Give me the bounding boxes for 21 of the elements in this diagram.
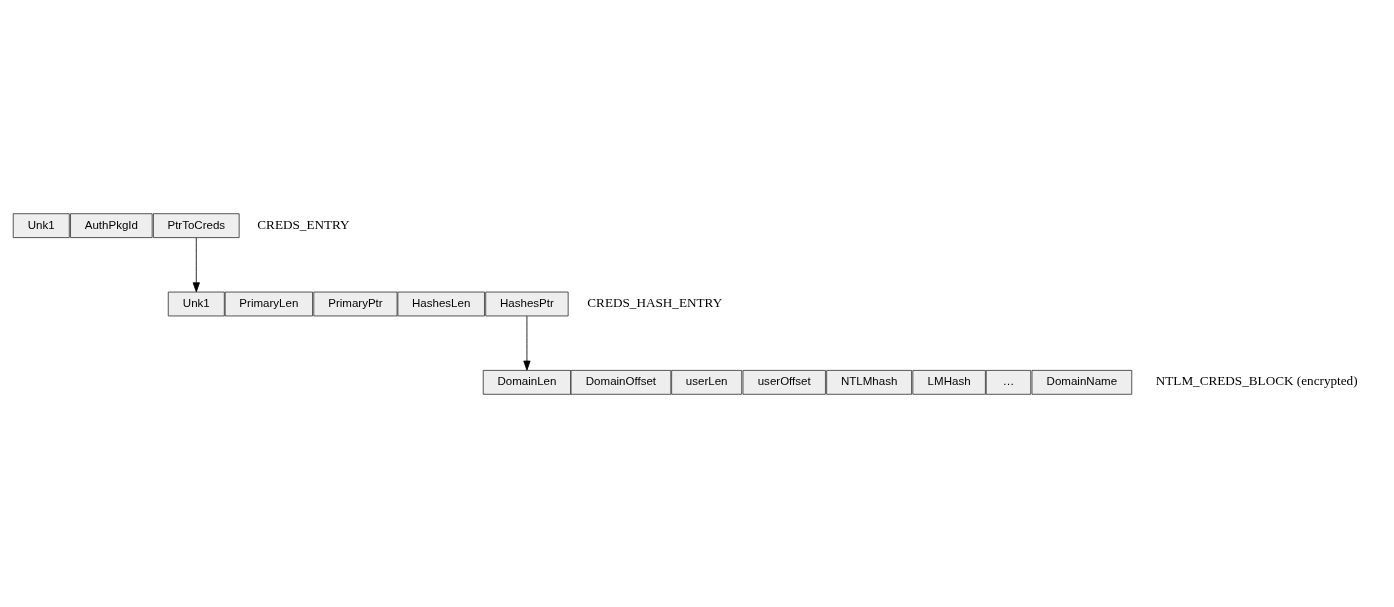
- node-box: DomainLen: [482, 369, 572, 395]
- arrow: [523, 315, 531, 371]
- node-box: userLen: [671, 369, 743, 395]
- node-box: LMHash: [912, 369, 986, 395]
- node-box: DomainName: [1031, 369, 1133, 395]
- node-box: HashesPtr: [485, 291, 569, 316]
- node-box: Unk1: [12, 212, 70, 238]
- node-box: PtrToCreds: [153, 212, 240, 238]
- node-box: …: [985, 369, 1032, 395]
- node-box: PrimaryPtr: [313, 291, 398, 316]
- arrow: [192, 236, 200, 292]
- node-box: DomainOffset: [570, 369, 672, 395]
- label: NTLM_CREDS_BLOCK (encrypted): [1155, 372, 1358, 388]
- node-box: NTLMhash: [826, 369, 912, 395]
- node-box: userOffset: [742, 369, 826, 395]
- label: CREDS_ENTRY: [257, 216, 350, 232]
- node-box: Unk1: [167, 291, 225, 316]
- node-box: HashesLen: [397, 291, 485, 316]
- node-box: PrimaryLen: [224, 291, 313, 316]
- node-box: AuthPkgId: [70, 212, 153, 238]
- label: CREDS_HASH_ENTRY: [587, 294, 723, 310]
